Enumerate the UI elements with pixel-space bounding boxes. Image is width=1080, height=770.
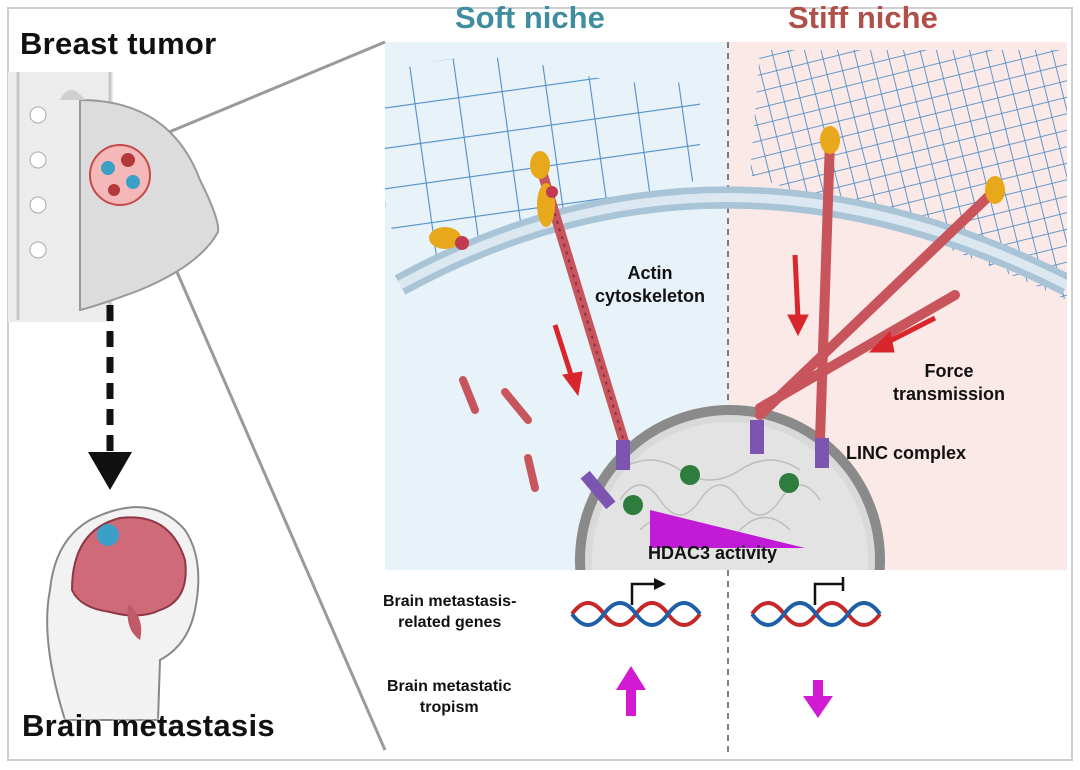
dna-icon [570, 601, 882, 627]
force-transmission-label: Force transmission [893, 361, 1006, 404]
breast-tumor-title: Breast tumor [20, 26, 217, 61]
promoter-arrow-icon [630, 582, 655, 605]
brain-metastasis-title: Brain metastasis [22, 708, 275, 743]
zoom-line-bottom [148, 209, 387, 751]
integrin-icon [429, 151, 630, 510]
soft-niche-title: Soft niche [455, 0, 605, 35]
dashed-down-arrow-icon [88, 305, 132, 490]
linc-complex-label: LINC complex [846, 443, 967, 463]
outer-frame [7, 7, 1073, 761]
promoter-block-icon [813, 577, 845, 605]
actin-fiber-icon [755, 135, 995, 445]
hdac3-activity-label: HDAC3 activity [648, 543, 778, 563]
ecm-mesh-icon [750, 50, 1067, 300]
tropism-label: Brain metastatic tropism [387, 678, 512, 716]
hdac3-gradient-wedge [650, 510, 805, 548]
up-arrow-icon [616, 666, 646, 716]
genes-label: Brain metastasis- related genes [383, 593, 517, 631]
breast-icon [8, 72, 220, 322]
stiff-niche-title: Stiff niche [788, 0, 938, 35]
zoom-line-top [149, 40, 386, 142]
integrin-icon [750, 126, 1005, 468]
tumor-icon [89, 144, 151, 206]
down-arrow-icon [803, 680, 833, 718]
actin-cytoskeleton-label: Actin cytoskeleton [595, 263, 706, 306]
actin-fiber-icon [459, 170, 630, 492]
brain-head-icon [46, 506, 200, 721]
force-arrow-icon [552, 254, 937, 397]
chromatin-dot [680, 465, 700, 485]
